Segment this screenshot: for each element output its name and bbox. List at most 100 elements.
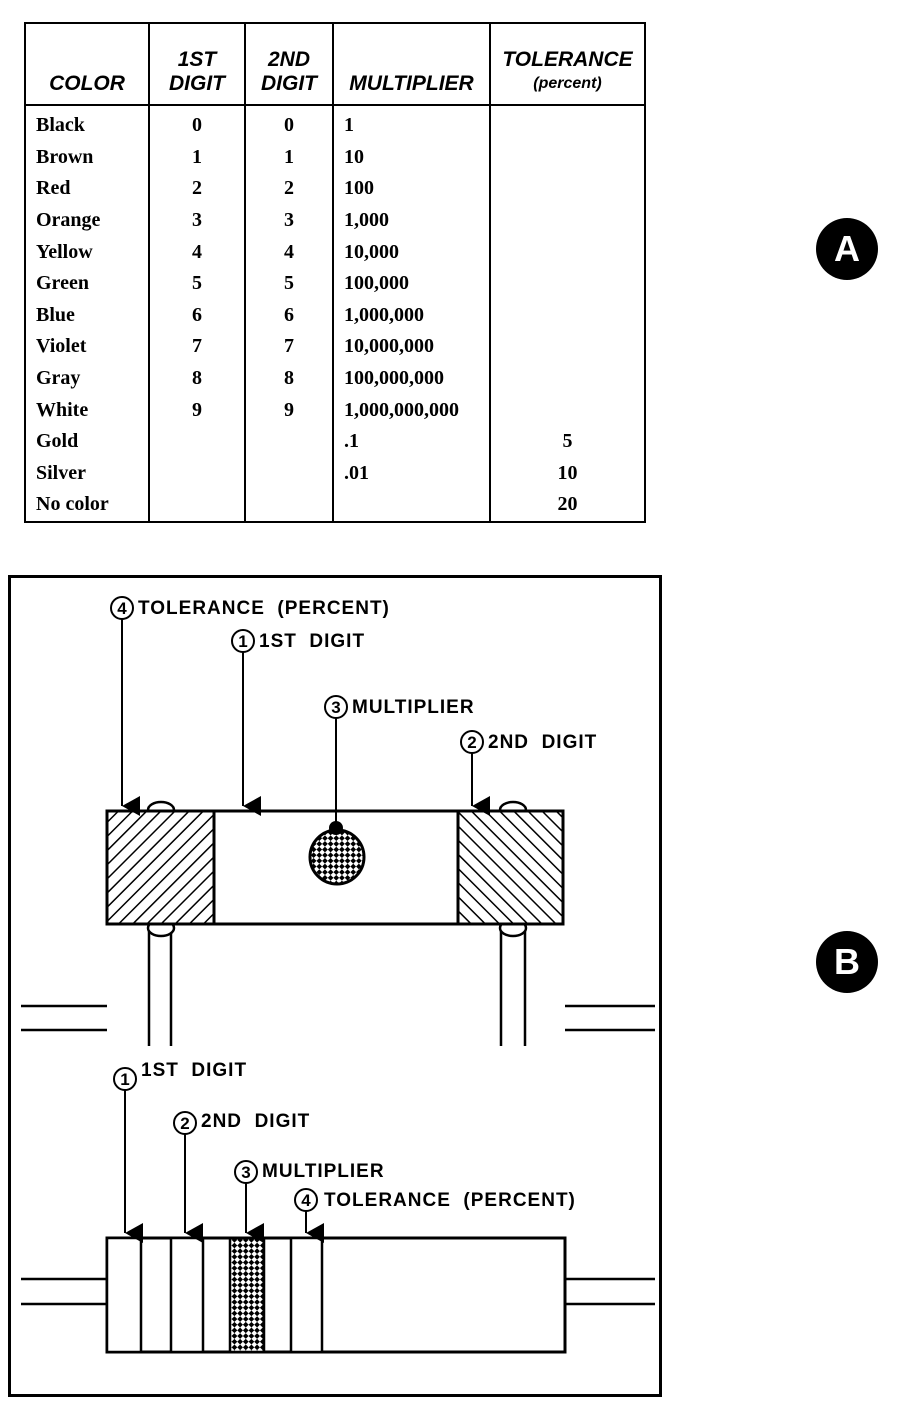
- header-tolerance: TOLERANCE(percent): [489, 22, 646, 106]
- cell-multiplier: .1: [332, 425, 491, 458]
- cell-color: Violet: [24, 331, 150, 363]
- cell-color: Red: [24, 173, 150, 205]
- cell-tolerance: [489, 204, 646, 237]
- dot-code-resistor: [105, 800, 565, 1046]
- cell-2nd-digit: 8: [244, 362, 334, 395]
- cell-tolerance: [489, 362, 646, 395]
- cell-multiplier: 1,000,000: [332, 299, 491, 332]
- svg-text:3: 3: [241, 1163, 250, 1182]
- cell-tolerance: 5: [489, 425, 646, 458]
- cell-color: Brown: [24, 141, 150, 174]
- band-tolerance: [289, 1236, 324, 1354]
- svg-text:TOLERANCE (PERCENT): TOLERANCE (PERCENT): [324, 1190, 576, 1211]
- cell-color: No color: [24, 489, 150, 522]
- callout-1st-digit-top: 1 1ST DIGIT: [231, 629, 365, 816]
- svg-text:2: 2: [467, 733, 476, 752]
- cell-1st-digit: 2: [148, 173, 246, 205]
- cell-1st-digit: 4: [148, 236, 246, 268]
- cell-1st-digit: 6: [148, 299, 246, 332]
- svg-text:4: 4: [117, 599, 127, 618]
- cell-2nd-digit: 7: [244, 331, 334, 363]
- cell-multiplier: [332, 489, 491, 522]
- cell-tolerance: 20: [489, 489, 646, 522]
- callout-tolerance-bottom: 4 TOLERANCE (PERCENT): [294, 1188, 576, 1243]
- band-1st-digit: [105, 1236, 143, 1354]
- cell-multiplier: 1: [332, 105, 491, 142]
- cell-2nd-digit: 4: [244, 236, 334, 268]
- cell-color: Black: [24, 105, 150, 142]
- cell-color: Silver: [24, 457, 150, 490]
- svg-text:1: 1: [120, 1070, 129, 1089]
- svg-text:1ST DIGIT: 1ST DIGIT: [259, 631, 365, 652]
- panel-b-badge: B: [816, 931, 878, 993]
- cell-2nd-digit: 0: [244, 105, 334, 142]
- cell-2nd-digit: 6: [244, 299, 334, 332]
- callout-multiplier-bottom: 3 MULTIPLIER: [234, 1160, 385, 1243]
- cell-1st-digit: 1: [148, 141, 246, 174]
- cell-1st-digit: [148, 425, 246, 458]
- cell-1st-digit: [148, 457, 246, 490]
- band-multiplier: [228, 1236, 266, 1354]
- cell-tolerance: [489, 331, 646, 363]
- callout-2nd-digit-top: 2 2ND DIGIT: [460, 730, 597, 816]
- svg-text:1: 1: [238, 632, 247, 651]
- resistor-diagrams: 4 TOLERANCE (PERCENT) 1 1ST DIGIT 3 MULT…: [105, 596, 597, 1046]
- panel-a-badge: A: [816, 218, 878, 280]
- cell-1st-digit: 0: [148, 105, 246, 142]
- cell-multiplier: 1,000,000,000: [332, 394, 491, 426]
- cell-tolerance: [489, 141, 646, 174]
- svg-text:MULTIPLIER: MULTIPLIER: [352, 697, 475, 718]
- cell-multiplier: 100: [332, 173, 491, 205]
- resistor-diagram-panel: 4 TOLERANCE (PERCENT) 1 1ST DIGIT 3 MULT…: [8, 575, 662, 1397]
- cell-1st-digit: 7: [148, 331, 246, 363]
- cell-multiplier: 10: [332, 141, 491, 174]
- header-color: COLOR: [24, 22, 150, 106]
- cell-1st-digit: 8: [148, 362, 246, 395]
- cell-tolerance: [489, 236, 646, 268]
- cell-2nd-digit: 5: [244, 267, 334, 300]
- cell-multiplier: 1,000: [332, 204, 491, 237]
- cell-1st-digit: [148, 489, 246, 522]
- second-digit-end-band: [456, 809, 565, 926]
- cell-multiplier: .01: [332, 457, 491, 490]
- cell-color: Green: [24, 267, 150, 300]
- cell-color: Orange: [24, 204, 150, 237]
- callout-tolerance-top: 4 TOLERANCE (PERCENT): [110, 596, 390, 816]
- top-callouts: 4 TOLERANCE (PERCENT) 1 1ST DIGIT 3 MULT…: [110, 596, 597, 835]
- cell-tolerance: [489, 267, 646, 300]
- cell-color: Gray: [24, 362, 150, 395]
- svg-text:3: 3: [331, 698, 340, 717]
- band-resistor-final: 1 1ST DIGIT 2 2ND DIGIT 3 MULTIPLIER 4 T…: [21, 1004, 655, 1354]
- svg-text:1ST DIGIT: 1ST DIGIT: [141, 1060, 247, 1081]
- svg-text:4: 4: [301, 1191, 311, 1210]
- svg-text:2ND DIGIT: 2ND DIGIT: [201, 1111, 310, 1132]
- cell-2nd-digit: [244, 489, 334, 522]
- cell-2nd-digit: 2: [244, 173, 334, 205]
- band-2nd-digit: [169, 1236, 205, 1354]
- svg-text:TOLERANCE (PERCENT): TOLERANCE (PERCENT): [138, 598, 390, 619]
- svg-text:2: 2: [180, 1114, 189, 1133]
- cell-tolerance: [489, 299, 646, 332]
- callout-1st-digit-bottom: 1 1ST DIGIT: [113, 1060, 247, 1243]
- cell-2nd-digit: [244, 425, 334, 458]
- table-row: No color 20: [24, 489, 646, 522]
- cell-color: White: [24, 394, 150, 426]
- svg-text:2ND DIGIT: 2ND DIGIT: [488, 732, 597, 753]
- cell-2nd-digit: [244, 457, 334, 490]
- svg-text:MULTIPLIER: MULTIPLIER: [262, 1161, 385, 1182]
- cell-tolerance: [489, 105, 646, 142]
